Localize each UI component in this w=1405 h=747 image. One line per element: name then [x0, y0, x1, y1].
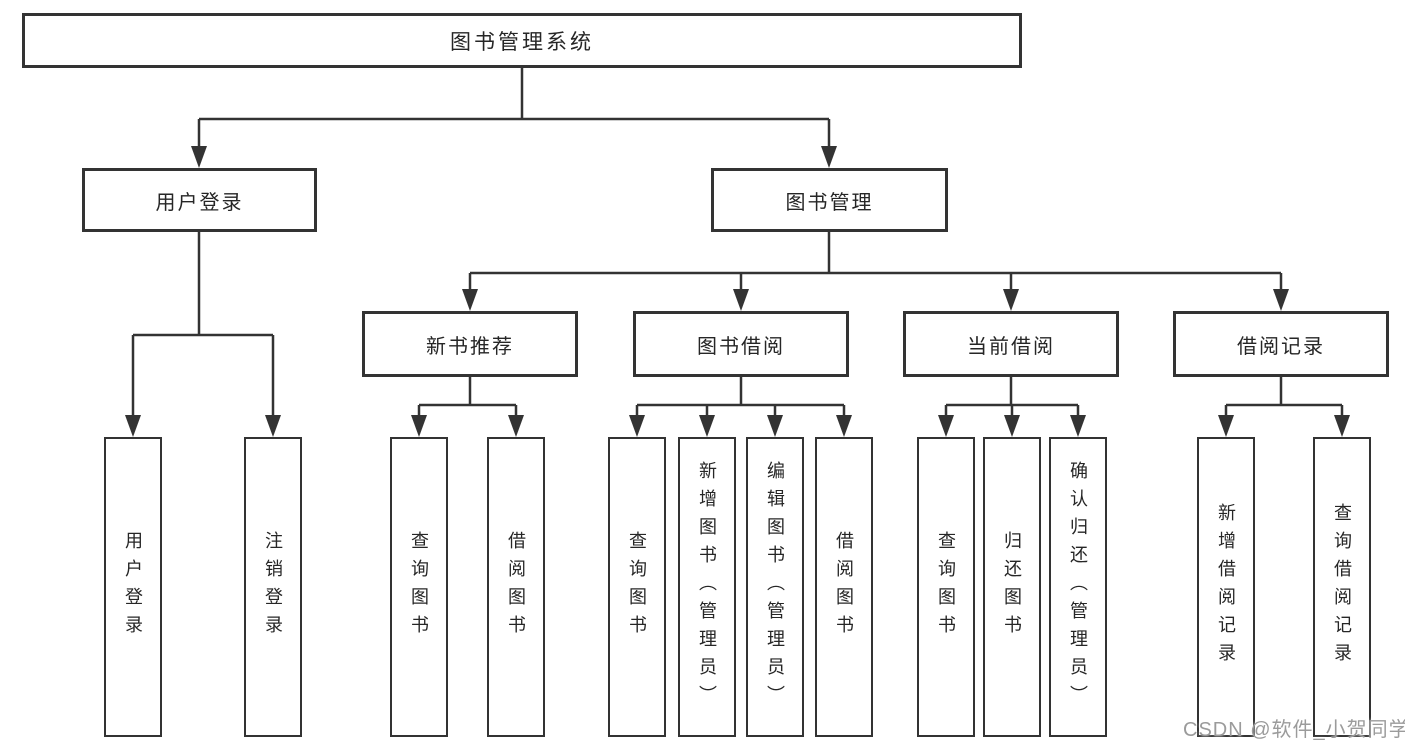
node-current-borrow-label: 当前借阅 [967, 335, 1055, 358]
node-user-login: 用户登录 [82, 168, 317, 232]
leaf-user-login: 用户登录 [104, 437, 162, 737]
leaf-query-books-borrow-label: 查询图书 [627, 531, 647, 643]
leaf-add-borrow-record-label: 新增借阅记录 [1216, 503, 1236, 671]
node-borrow-records-label: 借阅记录 [1237, 335, 1325, 358]
leaf-borrow-books-label: 借阅图书 [834, 531, 854, 643]
leaf-edit-book-admin: 编辑图书（管理员） [746, 437, 804, 737]
node-current-borrow: 当前借阅 [903, 311, 1119, 377]
node-library-system: 图书管理系统 [22, 13, 1022, 68]
leaf-query-borrow-record-label: 查询借阅记录 [1332, 503, 1352, 671]
leaf-query-books-current-label: 查询图书 [936, 531, 956, 643]
node-new-book-recommend: 新书推荐 [362, 311, 578, 377]
watermark: CSDN @软件_小贺同学 [1183, 719, 1405, 741]
leaf-logout-label: 注销登录 [263, 531, 283, 643]
node-book-borrow: 图书借阅 [633, 311, 849, 377]
leaf-borrow-books-recommend: 借阅图书 [487, 437, 545, 737]
node-library-system-label: 图书管理系统 [450, 30, 594, 54]
leaf-logout: 注销登录 [244, 437, 302, 737]
leaf-query-books-current: 查询图书 [917, 437, 975, 737]
leaf-borrow-books: 借阅图书 [815, 437, 873, 737]
leaf-query-borrow-record: 查询借阅记录 [1313, 437, 1371, 737]
leaf-query-books-recommend-label: 查询图书 [409, 531, 429, 643]
leaf-return-book-label: 归还图书 [1002, 531, 1022, 643]
node-book-borrow-label: 图书借阅 [697, 335, 785, 358]
node-borrow-records: 借阅记录 [1173, 311, 1389, 377]
leaf-add-book-admin-label: 新增图书（管理员） [697, 461, 717, 713]
leaf-confirm-return-admin-label: 确认归还（管理员） [1068, 461, 1088, 713]
leaf-query-books-borrow: 查询图书 [608, 437, 666, 737]
node-book-management-label: 图书管理 [785, 191, 874, 214]
leaf-edit-book-admin-label: 编辑图书（管理员） [765, 461, 785, 713]
node-user-login-label: 用户登录 [155, 191, 244, 214]
node-book-management: 图书管理 [711, 168, 948, 232]
node-new-book-recommend-label: 新书推荐 [426, 335, 514, 358]
leaf-add-borrow-record: 新增借阅记录 [1197, 437, 1255, 737]
leaf-return-book: 归还图书 [983, 437, 1041, 737]
leaf-confirm-return-admin: 确认归还（管理员） [1049, 437, 1107, 737]
leaf-user-login-label: 用户登录 [123, 531, 143, 643]
leaf-query-books-recommend: 查询图书 [390, 437, 448, 737]
leaf-borrow-books-recommend-label: 借阅图书 [506, 531, 526, 643]
leaf-add-book-admin: 新增图书（管理员） [678, 437, 736, 737]
